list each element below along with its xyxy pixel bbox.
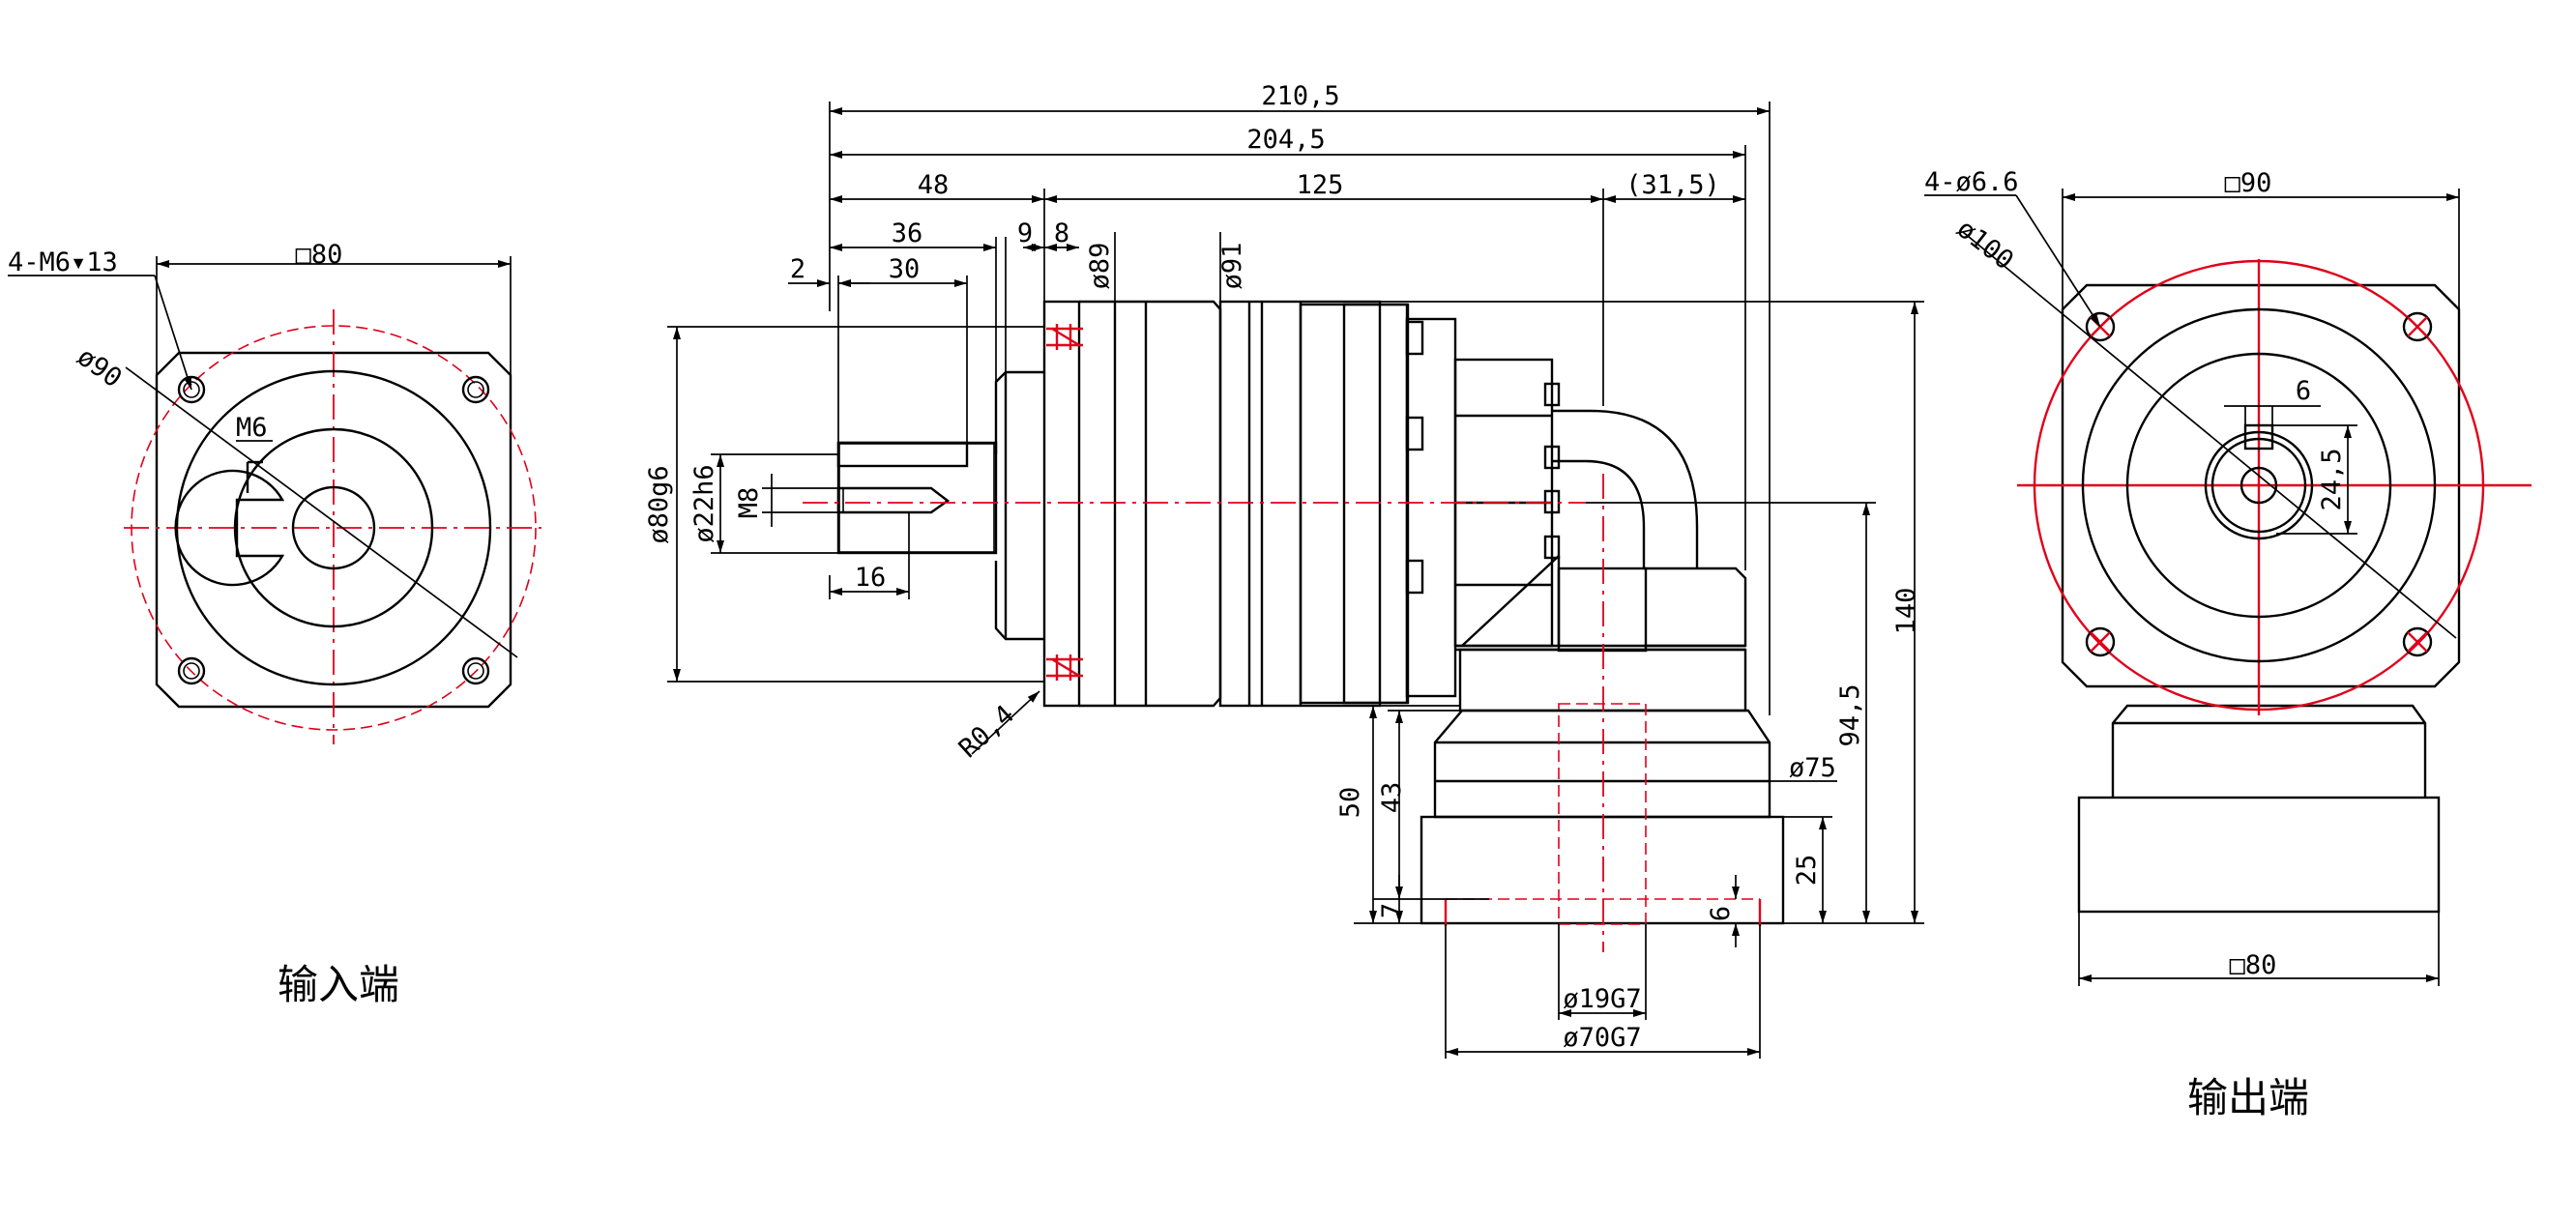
dim-recess: ø70G7 — [1563, 1023, 1641, 1053]
adapter-neck-bottom — [994, 561, 1044, 641]
dim-input-length: 48 — [918, 170, 950, 200]
input-bore-circle — [291, 485, 376, 570]
adapter-neck-top — [994, 370, 1044, 454]
dim-output-offset: (31,5) — [1625, 170, 1720, 200]
input-end-view: □80 4-M6▾13 ø90 M6 输入端 — [8, 240, 542, 1008]
shaft-section-hatch — [838, 443, 995, 553]
elbow-outer-curve — [1552, 409, 1699, 568]
elbow-inner-curve — [1552, 459, 1646, 568]
dim-diameter-89: ø89 — [1085, 243, 1115, 290]
dim-h25: 25 — [1792, 855, 1822, 887]
dim-flange-to-end: 204,5 — [1246, 125, 1325, 155]
output-end-view: 4-ø6.6 ø100 □90 6 24,5 □80 输出端 — [1924, 167, 2532, 1121]
output-pilot-circle — [2081, 307, 2437, 663]
output-flange — [1420, 815, 1785, 925]
input-holes-label: 4-M6▾13 — [8, 247, 118, 277]
input-pilot-circle — [175, 369, 492, 686]
input-inner-circle — [233, 427, 434, 628]
dim-radius: R0,4 — [953, 700, 1020, 765]
dim-spacer: 9 — [1017, 218, 1033, 248]
output-holes-label: 4-ø6.6 — [1924, 167, 2019, 197]
side-view: 210,5 204,5 48 125 (31,5) 36 9 8 30 2 16 — [644, 81, 1924, 1059]
dim-h7: 7 — [1377, 903, 1407, 918]
tapped-hole-m8 — [836, 486, 951, 514]
input-key-label: M6 — [236, 413, 268, 443]
dim-height: 140 — [1891, 588, 1921, 635]
dim-h6: 6 — [1706, 906, 1736, 921]
housing-ring — [1299, 303, 1409, 705]
motor-adapter-body — [1079, 300, 1222, 708]
input-shaft — [836, 441, 998, 555]
dim-key-length: 30 — [889, 254, 921, 284]
dim-pilot-diameter: ø80g6 — [644, 465, 674, 543]
output-key-height-label: 24,5 — [2317, 448, 2347, 510]
output-hub-circle — [2204, 430, 2314, 540]
input-square-label: □80 — [296, 240, 343, 270]
input-end-caption: 输入端 — [278, 961, 399, 1008]
input-square-flange — [155, 351, 512, 709]
output-inner-circle — [2125, 352, 2392, 619]
dim-flange: 8 — [1054, 218, 1069, 248]
dim-diameter-91: ø91 — [1217, 243, 1247, 290]
output-keyway — [2243, 423, 2274, 451]
input-key-slot — [174, 469, 285, 587]
output-bore-hidden — [1558, 703, 1647, 925]
dim-shaft-diameter: ø22h6 — [689, 464, 719, 542]
dim-thread: M8 — [734, 487, 764, 519]
output-bottom-square-label: □80 — [2230, 950, 2277, 980]
output-square-flange — [2061, 283, 2461, 688]
input-circle-label: ø90 — [72, 342, 128, 394]
shaft-key — [836, 441, 969, 468]
output-square-label: □90 — [2225, 168, 2272, 198]
dim-bore: ø19G7 — [1563, 984, 1641, 1014]
dim-shaft-length: 36 — [892, 218, 923, 248]
output-housing-lower — [1433, 709, 1771, 819]
dim-h50: 50 — [1335, 787, 1365, 819]
output-circle-label: ø100 — [1951, 214, 2019, 276]
dim-center-height: 94,5 — [1835, 683, 1865, 746]
dim-body-length: 125 — [1297, 170, 1344, 200]
output-end-caption: 输出端 — [2187, 1074, 2309, 1121]
output-bore-circle — [2239, 466, 2278, 505]
dim-overall: 210,5 — [1261, 81, 1339, 111]
input-flange-plate — [1042, 300, 1081, 708]
dim-diameter-75: ø75 — [1789, 753, 1836, 783]
output-key-width-label: 6 — [2296, 376, 2311, 406]
output-adapter — [1405, 317, 1457, 698]
dim-h43: 43 — [1377, 782, 1407, 814]
output-neck-block — [2111, 704, 2427, 798]
dim-shoulder: 2 — [790, 254, 805, 284]
input-mount-holes — [177, 375, 490, 685]
dim-thread-depth: 16 — [855, 563, 887, 593]
output-base-block — [2077, 796, 2441, 914]
